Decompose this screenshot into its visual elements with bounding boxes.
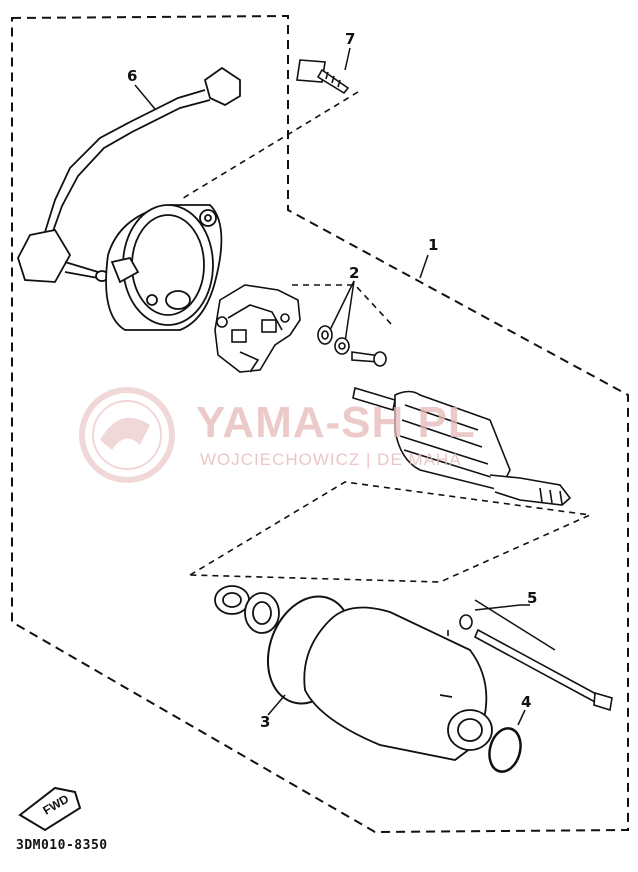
callout-3: 3 xyxy=(260,713,270,731)
armature xyxy=(352,386,572,506)
washer-set-2 xyxy=(317,325,387,367)
callout-7: 7 xyxy=(345,30,355,48)
callout-1: 1 xyxy=(428,236,438,254)
assembly-boundary xyxy=(11,14,629,834)
callout-6: 6 xyxy=(127,67,137,85)
brush-plate xyxy=(214,284,301,373)
callout-leaders xyxy=(134,47,556,726)
rear-cover xyxy=(105,204,223,331)
watermark-subtitle: WOJCIECHOWICZ | DE MAHA xyxy=(200,450,462,469)
fwd-arrow: FWD xyxy=(18,786,82,832)
callout-4: 4 xyxy=(521,693,531,711)
shims xyxy=(214,585,280,634)
o-ring-4 xyxy=(488,727,522,773)
lead-wire-6 xyxy=(17,66,241,283)
long-bolt-5 xyxy=(459,614,613,712)
watermark-title: YAMA-SH PL xyxy=(196,398,476,447)
callout-2: 2 xyxy=(349,264,359,282)
diagram-code: 3DM010-8350 xyxy=(16,838,108,853)
watermark-logo xyxy=(79,387,175,483)
yoke-body xyxy=(303,606,493,761)
bolt-7 xyxy=(296,59,350,95)
callout-5: 5 xyxy=(527,589,537,607)
